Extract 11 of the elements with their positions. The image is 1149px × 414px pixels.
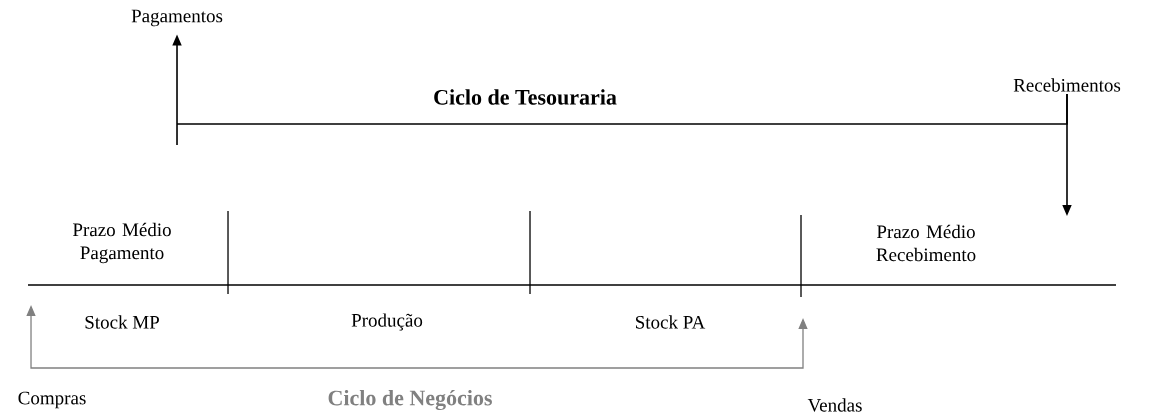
event-label: Compras	[18, 391, 86, 409]
event-label: Vendas	[807, 398, 862, 412]
period-label: Prazo Médio Recebimento	[876, 224, 976, 262]
edge-label: Ciclo de Tesouraria	[431, 87, 619, 107]
phase-label: Stock MP	[85, 315, 159, 329]
event-label: Recebimentos	[1013, 78, 1121, 92]
event-label: Pagamentos	[131, 9, 223, 27]
phase-label: Stock PA	[636, 315, 706, 329]
period-label: Prazo Médio Pagamento	[72, 222, 171, 264]
phase-label: Produção	[351, 313, 423, 331]
cycle-title: Ciclo de Negócios	[328, 389, 492, 411]
